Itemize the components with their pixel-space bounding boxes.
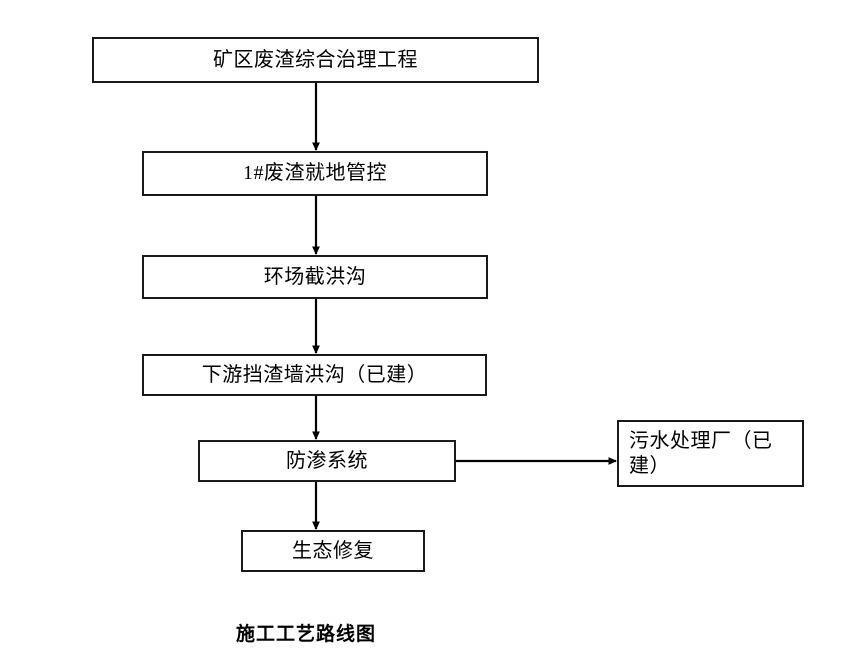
node-anti-seepage-system[interactable]: 防渗系统	[198, 440, 456, 482]
node-waste-control[interactable]: 1#废渣就地管控	[142, 151, 488, 196]
node-project[interactable]: 矿区废渣综合治理工程	[92, 37, 539, 83]
node-downstream-wall-ditch-label: 下游挡渣墙洪沟（已建）	[201, 363, 428, 386]
node-anti-seepage-system-label: 防渗系统	[286, 449, 368, 472]
node-ecological-restoration-label: 生态修复	[292, 539, 374, 562]
node-ecological-restoration[interactable]: 生态修复	[241, 530, 425, 572]
node-project-label: 矿区废渣综合治理工程	[213, 48, 418, 71]
node-sewage-plant[interactable]: 污水处理厂（已 建）	[617, 420, 804, 487]
node-downstream-wall-ditch[interactable]: 下游挡渣墙洪沟（已建）	[142, 354, 487, 396]
diagram-caption: 施工工艺路线图	[236, 624, 377, 645]
node-sewage-plant-label: 污水处理厂（已 建）	[629, 429, 773, 477]
node-waste-control-label: 1#废渣就地管控	[243, 162, 387, 184]
node-intercepting-ditch[interactable]: 环场截洪沟	[142, 255, 488, 299]
node-intercepting-ditch-label: 环场截洪沟	[263, 265, 367, 288]
